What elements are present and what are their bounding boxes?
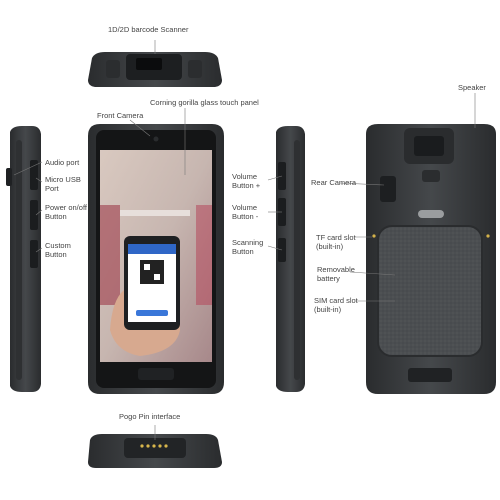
label-rear-camera: Rear Camera bbox=[311, 178, 357, 187]
device-back-view bbox=[366, 124, 496, 394]
label-power: Power on/off Button bbox=[45, 203, 87, 221]
device-left-side-view bbox=[6, 126, 41, 392]
label-scanning: Scanning Button bbox=[232, 238, 264, 256]
rear-camera-lens bbox=[380, 176, 396, 202]
label-front-camera: Front Camera bbox=[97, 111, 144, 120]
front-camera-lens bbox=[153, 136, 159, 142]
device-top-view bbox=[88, 52, 222, 87]
label-battery: Removable battery bbox=[317, 265, 355, 283]
scanner-window bbox=[136, 58, 162, 70]
label-vol-down: Volume Button - bbox=[232, 203, 259, 221]
label-tf-slot: TF card slot (built-in) bbox=[316, 233, 356, 251]
label-usb: Micro USB Port bbox=[45, 175, 81, 193]
device-right-side-view bbox=[276, 126, 305, 392]
label-glass: Corning gorilla glass touch panel bbox=[150, 98, 259, 107]
label-scanner: 1D/2D barcode Scanner bbox=[108, 25, 189, 34]
battery-cover bbox=[377, 225, 483, 357]
device-bottom-view bbox=[88, 434, 222, 468]
leader-lines bbox=[13, 40, 476, 440]
pogo-pins bbox=[140, 444, 168, 448]
device-front-view bbox=[88, 124, 224, 394]
label-pogo: Pogo Pin interface bbox=[119, 412, 181, 421]
label-vol-up: Volume Button + bbox=[232, 172, 261, 190]
label-custom: Custom Button bbox=[45, 241, 71, 259]
label-speaker: Speaker bbox=[458, 83, 486, 92]
label-sim-slot: SIM card slot (built-in) bbox=[314, 296, 358, 314]
label-audio: Audio port bbox=[45, 158, 80, 167]
